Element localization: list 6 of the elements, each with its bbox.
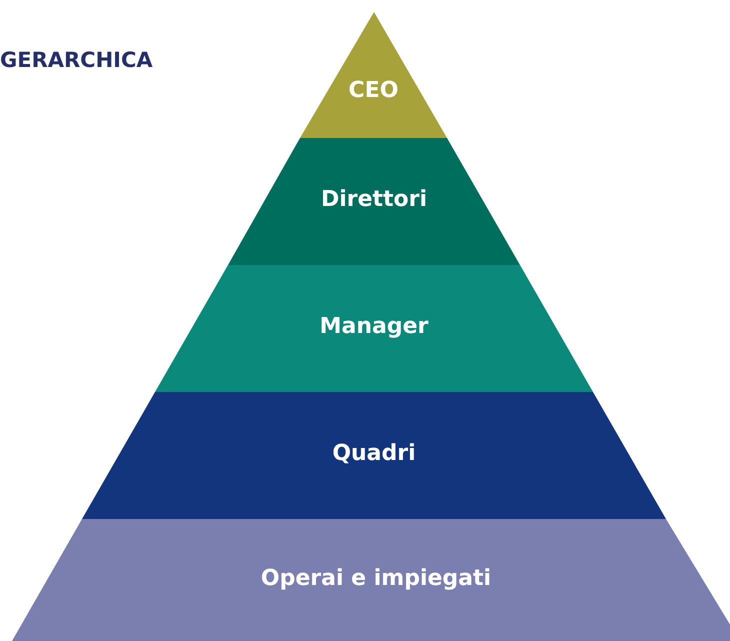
level-label: Manager bbox=[320, 314, 428, 339]
diagram-title: GERARCHICA bbox=[0, 48, 153, 72]
level-label: Quadri bbox=[332, 441, 416, 466]
level-label: Direttori bbox=[320, 187, 428, 212]
level-label: Operai e impiegati bbox=[260, 566, 492, 591]
level-label: CEO bbox=[348, 78, 398, 103]
